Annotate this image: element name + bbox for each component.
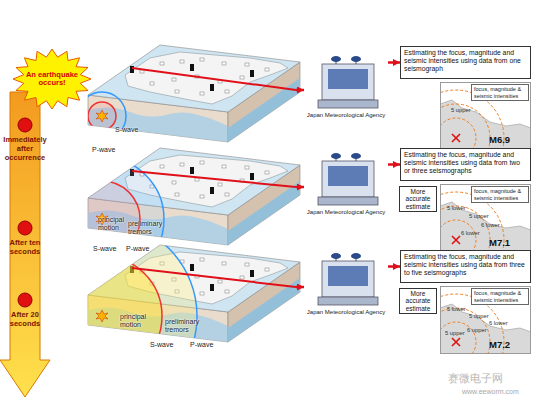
intensity-map: 5 lower5 upper6 lower6 lowerM7.1focus, m…: [440, 184, 531, 252]
node-text: principal motion: [120, 313, 154, 328]
node-text: M7.1: [489, 238, 525, 249]
signal-arrow: [296, 286, 304, 289]
node-text: S-wave: [150, 341, 190, 349]
node-text: preliminary tremors: [165, 318, 207, 333]
node-text: 5 upper: [469, 313, 499, 320]
starburst-outline: [13, 49, 91, 109]
node-text: 5 lower: [447, 205, 477, 212]
terrain-block: principal motionpreliminary tremorsS-wav…: [85, 142, 296, 259]
node-text: Estimating the focus, magnitude and seis…: [404, 151, 527, 175]
node-text: S-wave: [115, 126, 155, 134]
signal-arrow: [296, 89, 304, 92]
time-arrow: [0, 92, 50, 397]
burst-callout: An earthquake occurs!: [12, 48, 92, 110]
estimate-box: Estimating the focus, magnitude and seis…: [400, 250, 531, 283]
node-text: Estimating the focus, magnitude and seis…: [404, 253, 527, 277]
node-text: M7.2: [489, 340, 525, 351]
node-text: More accurate estimate: [401, 188, 435, 211]
time-label: Immediately after occurrence: [0, 135, 50, 162]
legend-box: focus, magnitude & seismic intensities: [471, 288, 529, 305]
node-text: P-wave: [92, 146, 132, 154]
node-text: An earthquake occurs!: [24, 71, 80, 88]
time-dot: [18, 221, 32, 235]
time-label: After ten seconds: [0, 238, 50, 256]
node-text: 6 lower: [461, 230, 491, 237]
node-text: P-wave: [126, 245, 166, 253]
agency-computer: Japan Meteorological Agency: [304, 152, 388, 222]
node-text: 5 upper: [445, 330, 475, 337]
computer-icon: [318, 153, 378, 205]
signal-arrow: [388, 163, 400, 166]
node-text: 6 lower: [481, 222, 511, 229]
node-text: Japan Meteorological Agency: [304, 209, 388, 216]
intensity-map: 5 lower5 upper6 lower6 upper5 upperM7.2f…: [440, 286, 531, 354]
signal-arrow: [388, 61, 400, 64]
node-text: M6.9: [489, 135, 525, 146]
terrain-block: S-waveP-wave: [85, 38, 296, 155]
agency-computer: Japan Meteorological Agency: [304, 252, 388, 322]
node-text: Japan Meteorological Agency: [304, 112, 388, 119]
node-text: 5 upper: [469, 213, 499, 220]
terrain-slab: [88, 45, 300, 142]
node-text: principal motion: [98, 216, 132, 231]
time-dot: [18, 118, 32, 132]
node-text: preliminary tremors: [128, 220, 170, 235]
legend-box: focus, magnitude & seismic intensities: [471, 186, 529, 203]
watermark: 赛微电子网: [448, 372, 534, 384]
signal-line: [132, 68, 296, 287]
note-box: More accurate estimate: [399, 288, 437, 314]
computer-icon: [318, 253, 378, 305]
node-text: focus, magnitude & seismic intensities: [474, 86, 526, 99]
node-text: focus, magnitude & seismic intensities: [474, 290, 526, 303]
agency-computer: Japan Meteorological Agency: [304, 55, 388, 125]
time-label: After 20 seconds: [0, 310, 50, 328]
node-text: 5 upper: [451, 107, 481, 114]
estimate-box: Estimating the focus, magnitude and seis…: [400, 46, 531, 79]
intensity-map: 5 upperM6.9 focus, magnitude & seismic in…: [440, 82, 531, 150]
watermark: www.eeworm.com: [462, 388, 534, 396]
node-text: 5 lower: [447, 306, 477, 313]
time-dot: [18, 293, 32, 307]
node-text: P-wave: [190, 341, 230, 349]
estimate-box: Estimating the focus, magnitude and seis…: [400, 148, 531, 181]
signal-arrow: [296, 186, 304, 189]
node-text: focus, magnitude & seismic intensities: [474, 188, 526, 201]
node-text: More accurate estimate: [401, 290, 435, 313]
terrain-block: principal motion preliminary tremorsS-wav…: [85, 238, 296, 355]
legend-box: focus, magnitude & seismic intensities: [471, 84, 529, 101]
note-box: More accurate estimate: [399, 186, 437, 212]
node-text: Estimating the focus, magnitude and seis…: [404, 49, 527, 73]
computer-icon: [318, 56, 378, 108]
node-text: Japan Meteorological Agency: [304, 309, 388, 316]
signal-arrow: [388, 265, 400, 268]
node-text: 6 lower: [489, 320, 519, 327]
node-text: 6 upper: [467, 327, 497, 334]
